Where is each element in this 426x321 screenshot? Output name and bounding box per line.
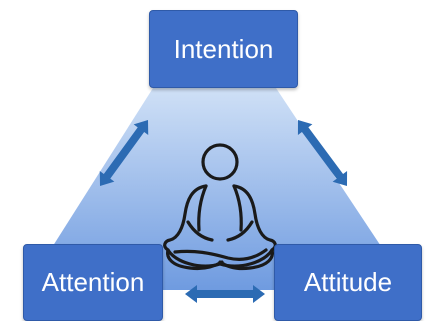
- meditating-person-icon: [163, 143, 277, 271]
- arrow-intention-attention: [99, 120, 149, 186]
- node-attention: Attention: [23, 244, 163, 321]
- arrow-intention-attitude: [297, 120, 348, 186]
- connector-arrows: [99, 120, 348, 303]
- node-intention: Intention: [149, 10, 298, 88]
- triangle-background: [25, 88, 410, 290]
- node-attention-label: Attention: [41, 267, 145, 297]
- node-attitude-label: Attitude: [303, 267, 393, 297]
- arrow-attention-attitude: [185, 285, 265, 303]
- node-intention-label: Intention: [173, 33, 274, 64]
- node-attitude: Attitude: [274, 244, 422, 321]
